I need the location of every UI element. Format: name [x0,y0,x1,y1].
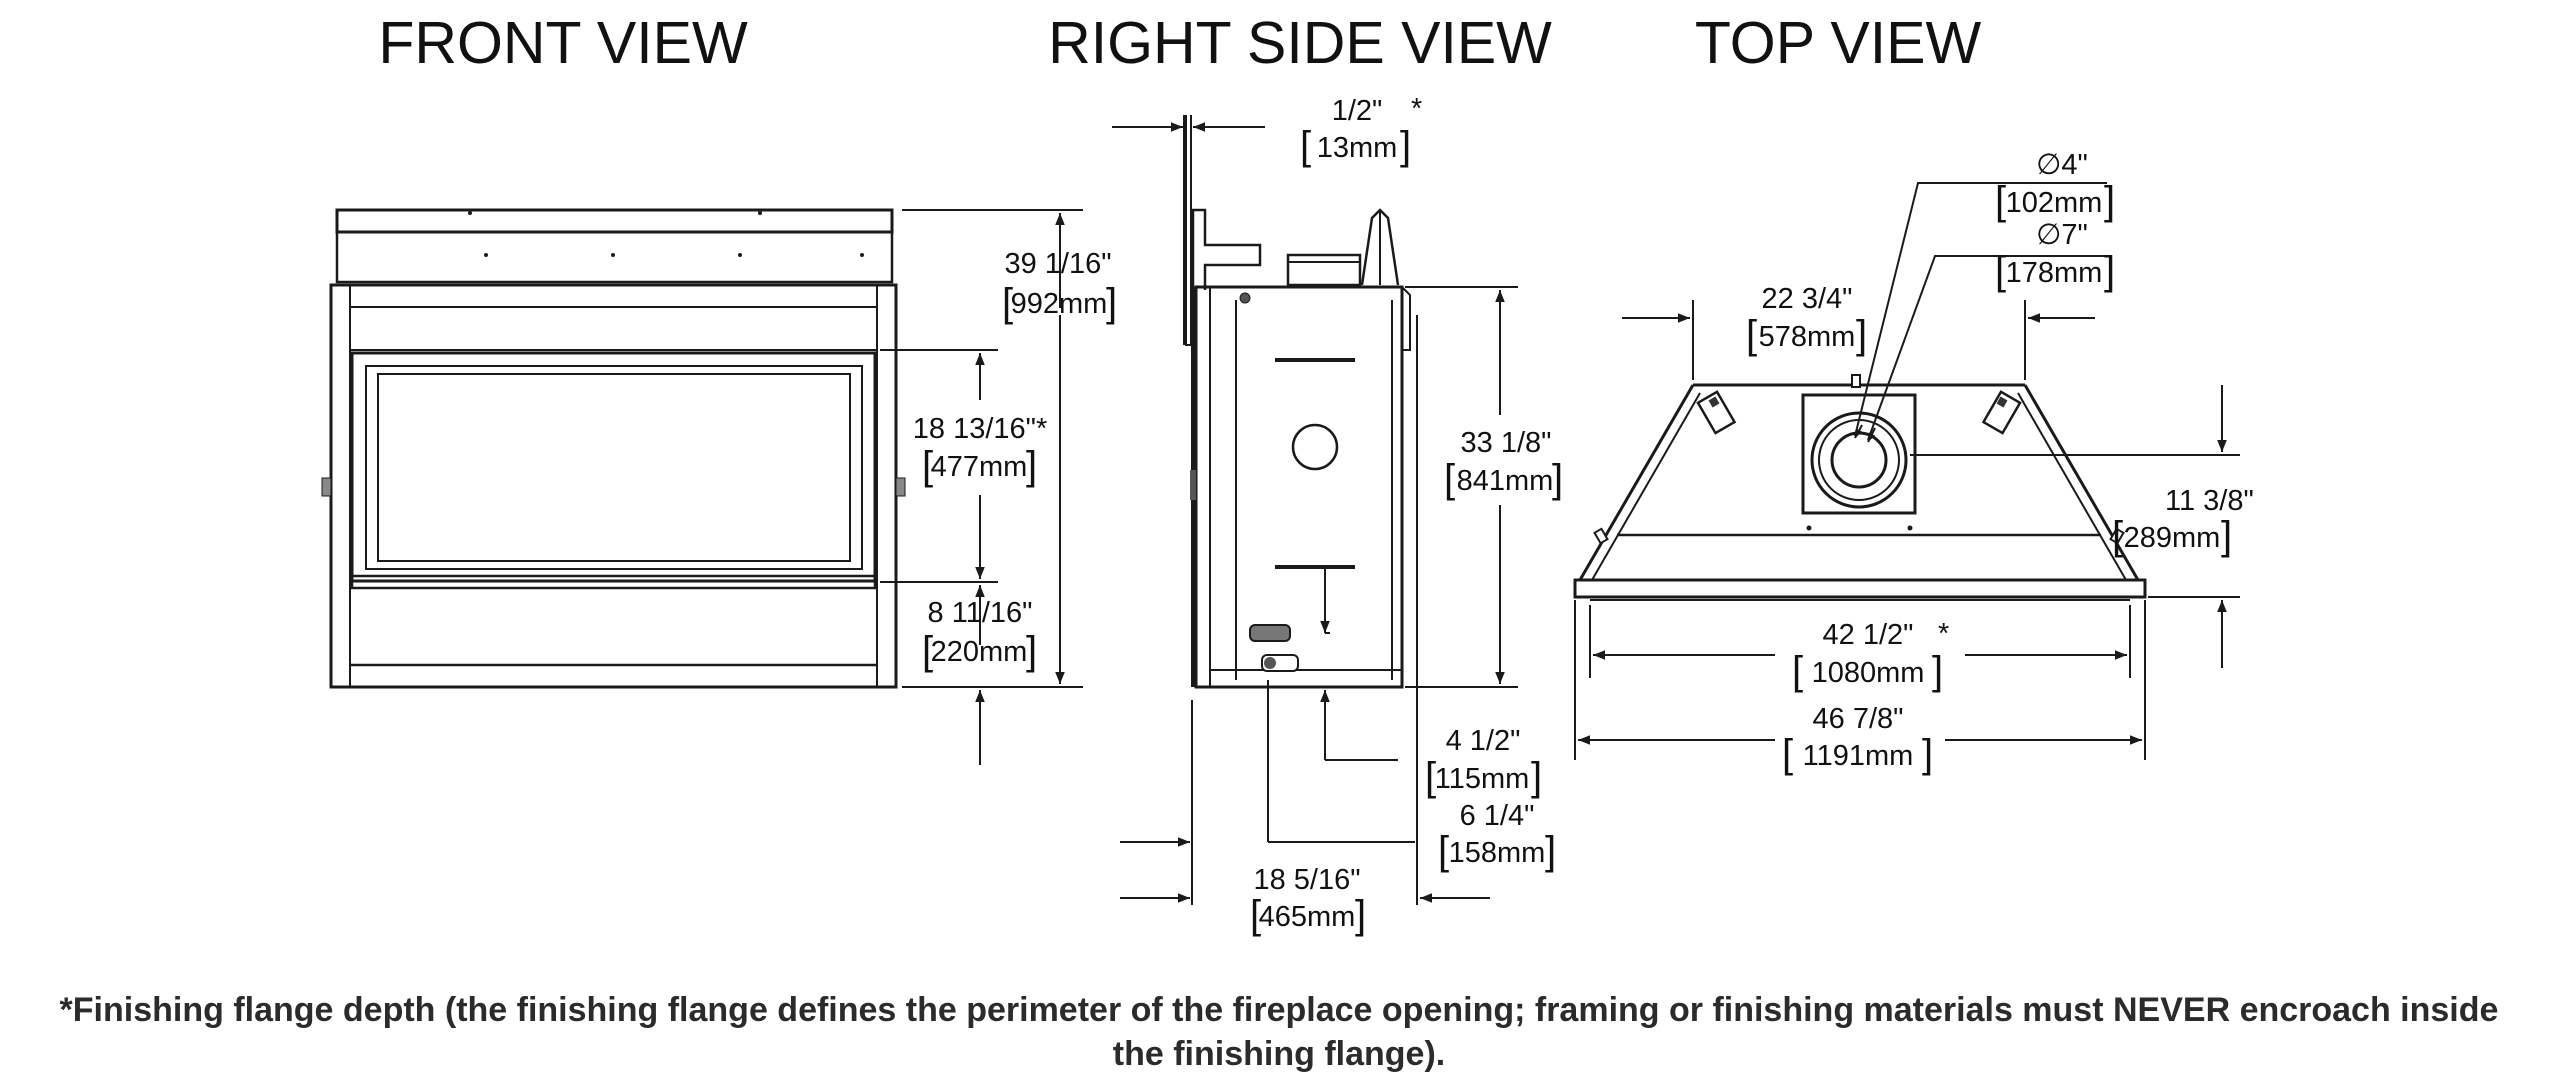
dim-top-depth: 11 3/8" [ 289mm ] [2112,485,2254,558]
svg-text:[: [ [1792,649,1803,693]
front-view-dimensions [880,209,1083,765]
svg-text:[: [ [922,444,933,488]
svg-text:*: * [1938,618,1949,650]
svg-text:13mm: 13mm [1317,132,1398,164]
svg-text:992mm: 992mm [1011,288,1108,320]
svg-text:[: [ [1002,281,1013,325]
svg-text:[: [ [1300,124,1311,168]
top-view-drawing [1573,374,2147,601]
dim-side-depth: 18 5/16" [ 465mm ] [1250,864,1366,937]
dim-front-opening: 18 13/16"* [ 477mm ] [913,413,1047,488]
svg-text:178mm: 178mm [2006,257,2103,289]
svg-text:39 1/16": 39 1/16" [1004,248,1111,280]
svg-text:]: ] [1531,755,1542,799]
svg-text:]: ] [1400,124,1411,168]
svg-text:]: ] [1922,732,1933,776]
svg-text:∅4": ∅4" [2036,149,2088,181]
side-view-dimensions [1112,122,1518,905]
svg-text:]: ] [1552,457,1563,501]
top-view-dimensions [1574,182,2240,760]
svg-text:[: [ [2112,514,2123,558]
front-view-drawing [321,208,906,689]
svg-text:]: ] [2104,179,2115,223]
dim-top-back-width: 22 3/4" [ 578mm ] [1746,283,1867,357]
svg-text:158mm: 158mm [1449,837,1546,869]
dim-top-outer-vent: ∅7" [ 178mm ] [1995,219,2115,293]
svg-text:4 1/2": 4 1/2" [1446,725,1521,757]
svg-text:22 3/4": 22 3/4" [1762,283,1853,315]
svg-text:[: [ [1782,732,1793,776]
side-view-drawing [1183,115,1411,689]
svg-text:]: ] [1856,313,1867,357]
svg-text:[: [ [1995,249,2006,293]
svg-text:[: [ [1995,179,2006,223]
dim-side-vent-back: 6 1/4" [ 158mm ] [1438,800,1556,873]
svg-text:115mm: 115mm [1435,763,1530,795]
dim-front-height: 39 1/16" [ 992mm ] [1002,248,1117,325]
top-view-title: TOP VIEW [1695,10,1982,76]
svg-text:[: [ [1746,313,1757,357]
svg-text:[: [ [922,629,933,673]
svg-text:42 1/2": 42 1/2" [1823,619,1914,651]
svg-text:]: ] [1026,444,1037,488]
dim-top-inner-vent: ∅4" [ 102mm ] [1995,149,2115,223]
svg-text:]: ] [1026,629,1037,673]
svg-text:46 7/8": 46 7/8" [1813,703,1904,735]
finishing-flange-footnote: *Finishing flange depth (the finishing f… [59,991,2499,1073]
svg-text:∅7": ∅7" [2036,219,2088,251]
svg-text:]: ] [2104,249,2115,293]
dim-side-flange: 1/2" * [ 13mm ] [1300,93,1422,168]
svg-text:477mm: 477mm [931,451,1028,483]
svg-text:578mm: 578mm [1759,321,1856,353]
svg-text:[: [ [1425,755,1436,799]
svg-text:[: [ [1438,829,1449,873]
svg-text:1191mm: 1191mm [1803,740,1914,772]
svg-text:465mm: 465mm [1259,901,1356,933]
svg-text:18 5/16": 18 5/16" [1253,864,1360,896]
svg-text:]: ] [1355,893,1366,937]
dim-top-overall-width: 46 7/8" [ 1191mm ] [1782,703,1933,776]
svg-text:*: * [1411,93,1422,125]
svg-text:]: ] [2221,514,2232,558]
svg-text:1080mm: 1080mm [1812,657,1925,689]
svg-text:]: ] [1106,281,1117,325]
svg-text:]: ] [1545,829,1556,873]
svg-text:18 13/16"*: 18 13/16"* [913,413,1047,445]
svg-text:6 1/4": 6 1/4" [1460,800,1535,832]
svg-text:1/2": 1/2" [1332,95,1383,127]
svg-text:841mm: 841mm [1457,465,1554,497]
svg-text:33 1/8": 33 1/8" [1461,427,1552,459]
svg-text:[: [ [1444,457,1455,501]
svg-text:8 11/16": 8 11/16" [928,597,1033,629]
side-view-title: RIGHT SIDE VIEW [1048,10,1552,76]
svg-text:]: ] [1932,649,1943,693]
dim-side-vent-low: 4 1/2" [ 115mm ] [1425,725,1542,799]
svg-text:220mm: 220mm [931,636,1028,668]
dim-front-base: 8 11/16" [ 220mm ] [922,597,1037,673]
dim-side-height: 33 1/8" [ 841mm ] [1444,427,1563,501]
front-view-title: FRONT VIEW [378,10,748,76]
dim-top-opening-width: 42 1/2" * [ 1080mm ] [1792,618,1949,693]
svg-text:102mm: 102mm [2006,187,2103,219]
svg-text:289mm: 289mm [2124,522,2221,554]
svg-text:[: [ [1250,893,1261,937]
svg-text:11 3/8": 11 3/8" [2165,485,2254,517]
